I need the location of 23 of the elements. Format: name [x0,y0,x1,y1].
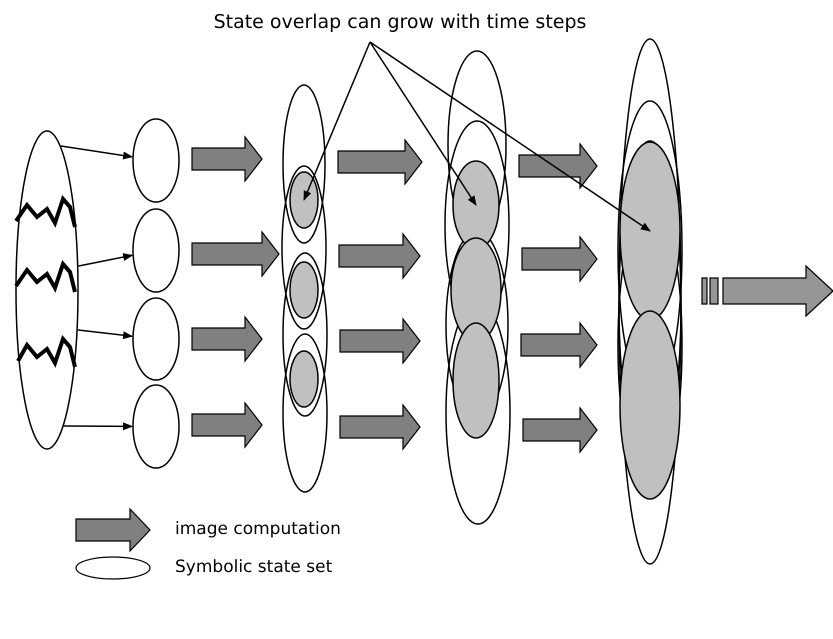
arrow [60,145,134,160]
block-arrow [521,235,598,283]
block-arrow [522,406,598,454]
leader-line [370,41,651,232]
arrow [64,422,133,430]
block-arrow [191,135,263,183]
leader-line [303,42,371,201]
block-arrow [191,401,263,449]
leader-line [369,42,477,206]
arrow [78,329,134,340]
callout-text: State overlap can grow with time steps [130,5,670,39]
block-arrow [191,230,280,278]
block-arrow [518,142,598,190]
block-arrow [337,138,423,186]
legend-text: Symbolic state set [175,557,332,577]
legend-text: image computation [175,519,341,539]
block-arrow [191,315,263,363]
block-arrow [701,264,833,318]
block-arrow [520,321,598,369]
arrow [78,253,134,267]
block-arrow [338,232,421,280]
block-arrow [339,403,421,451]
block-arrow [339,317,421,365]
